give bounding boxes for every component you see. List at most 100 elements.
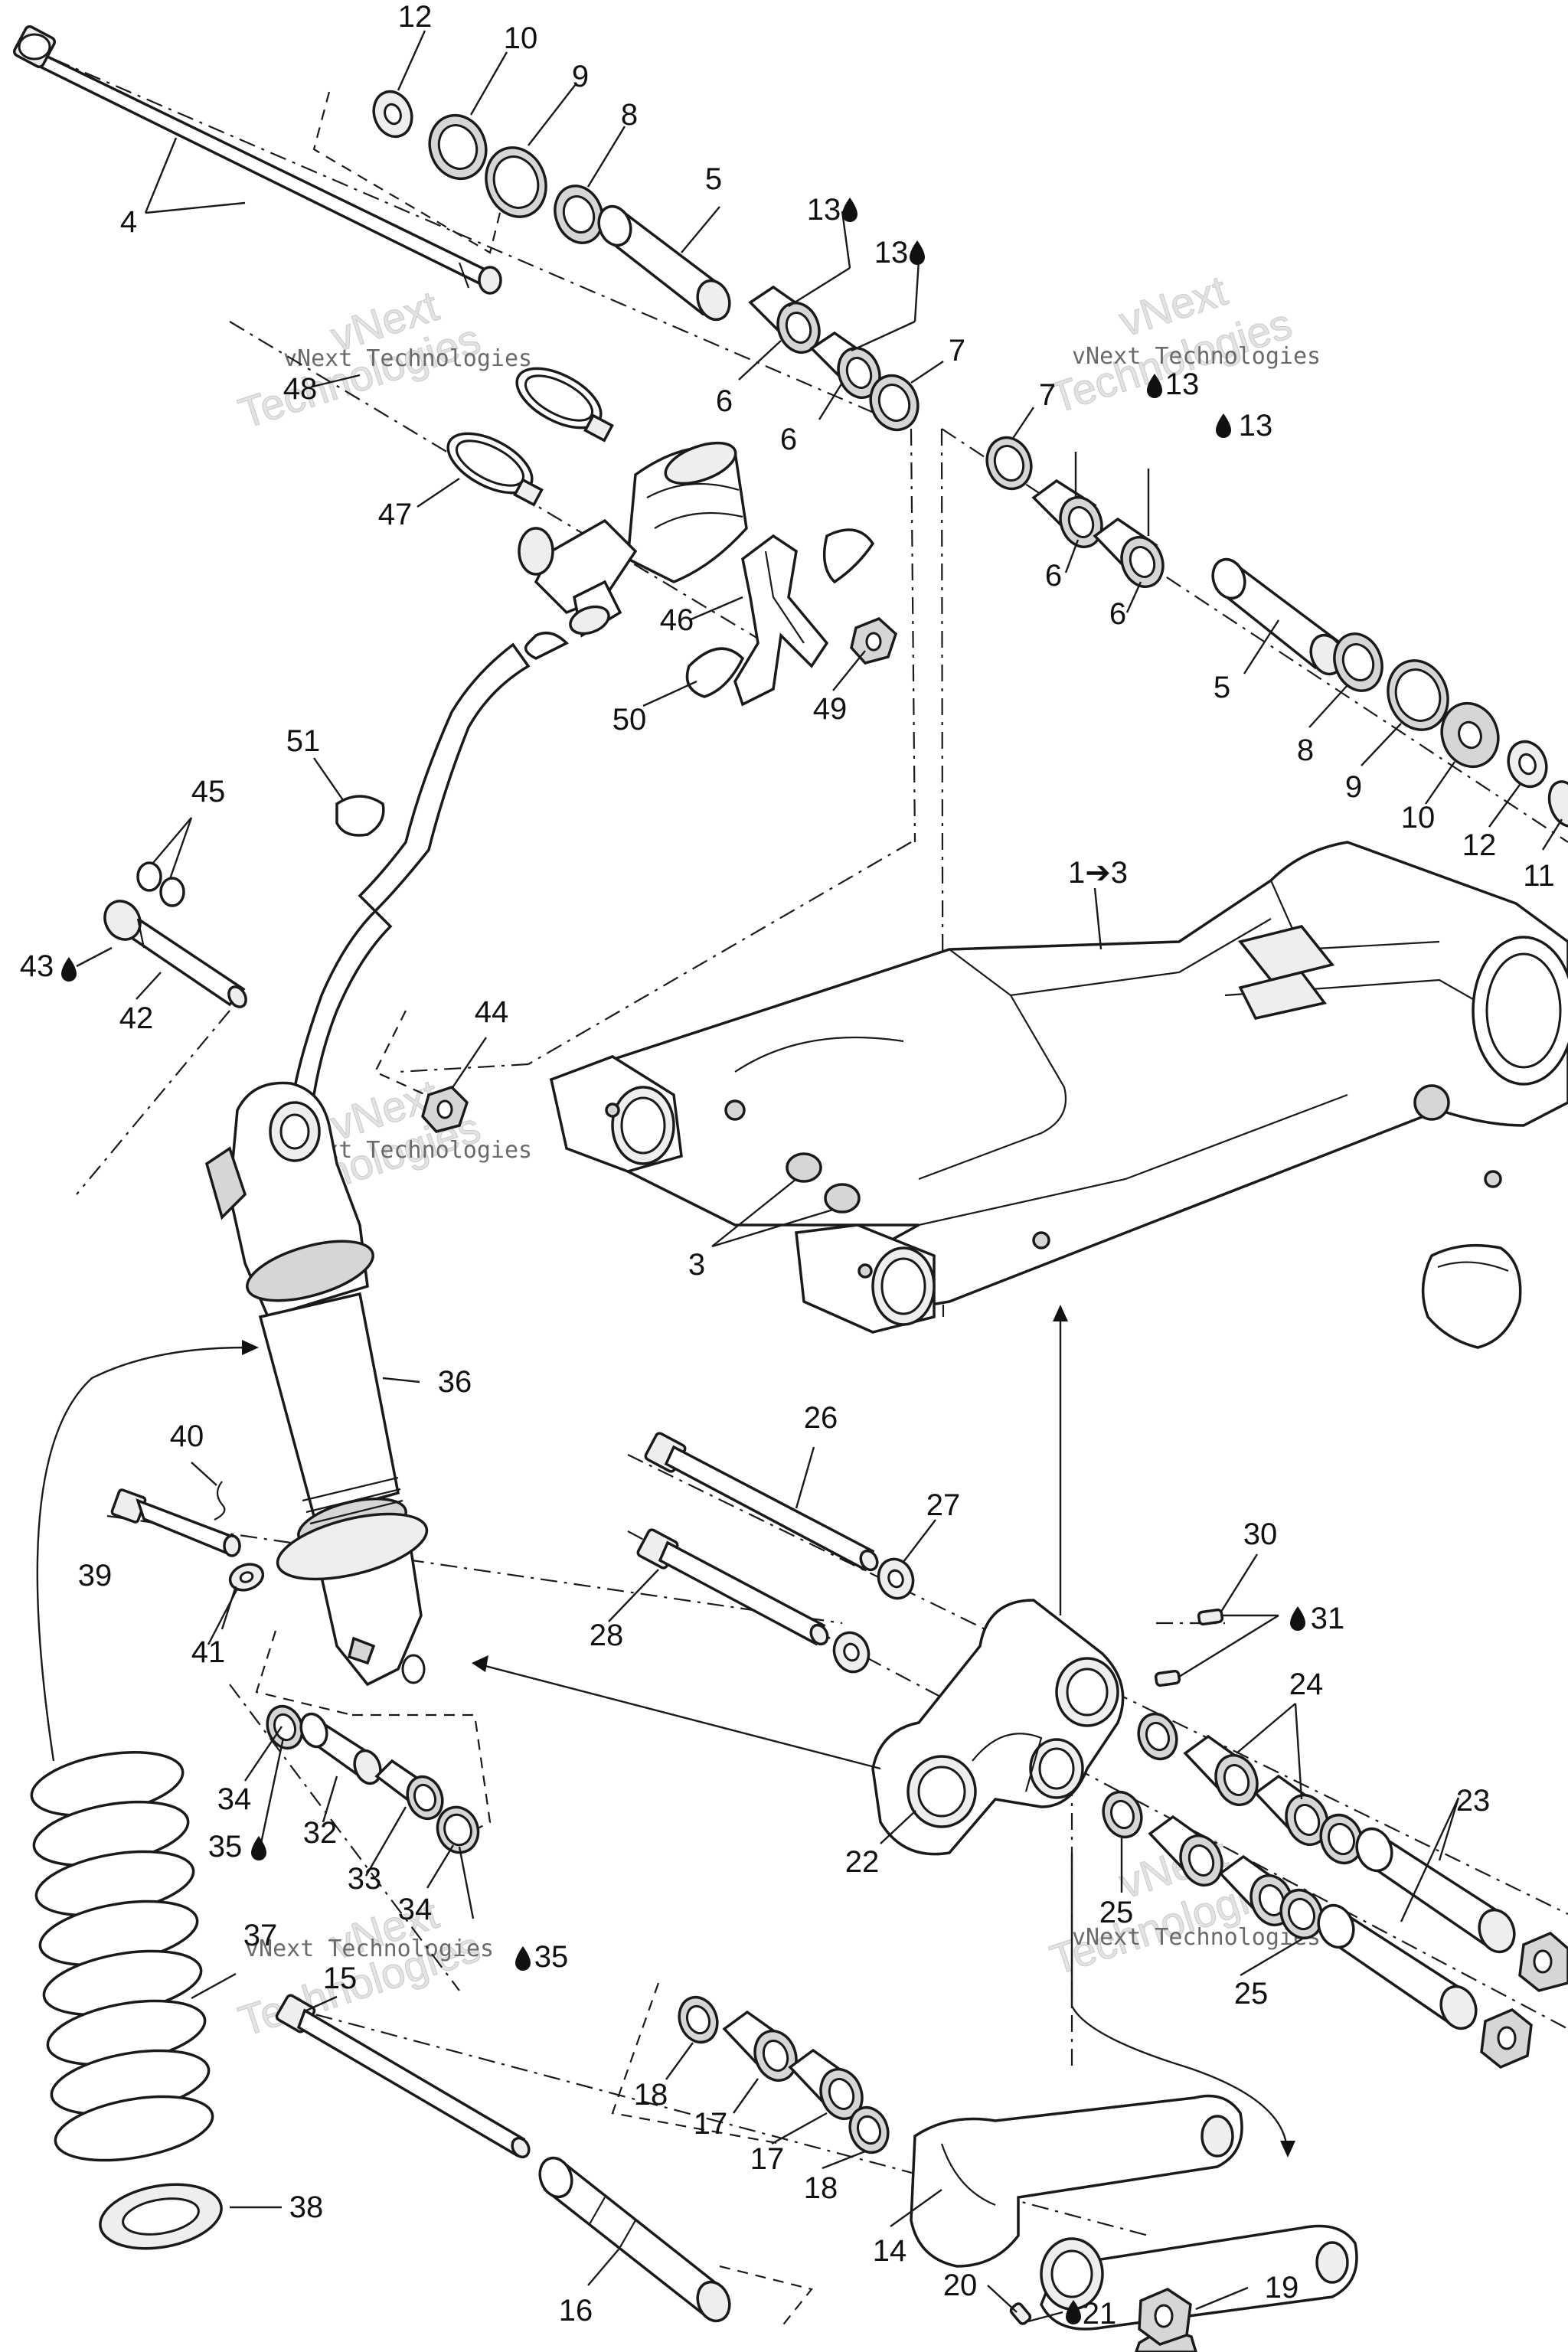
callout-34: 34 bbox=[398, 1893, 433, 1926]
needle-bearings-top bbox=[748, 285, 920, 432]
callout-12: 12 bbox=[1462, 828, 1497, 862]
lubricant-drop-icons bbox=[61, 198, 1305, 2324]
callout-12: 12 bbox=[398, 0, 433, 34]
watermark-text: vNext Technologies bbox=[283, 345, 532, 372]
plugs-3 bbox=[786, 1152, 861, 1214]
callout-41: 41 bbox=[191, 1635, 226, 1669]
callout-37: 37 bbox=[243, 1919, 278, 1952]
callout-23: 23 bbox=[1456, 1784, 1491, 1818]
watermark-text: vNext Technologies bbox=[1072, 343, 1321, 370]
watermark-text: vNext Technologies bbox=[1072, 1924, 1321, 1951]
hose-clamps bbox=[446, 367, 614, 507]
callout-36: 36 bbox=[438, 1365, 472, 1399]
callout-35: 35 bbox=[208, 1830, 243, 1864]
rocker-bearings bbox=[1102, 1712, 1568, 2069]
side-cover bbox=[1421, 1243, 1522, 1349]
callout-13: 13 bbox=[807, 193, 841, 227]
callout-16: 16 bbox=[559, 2294, 593, 2328]
rocker-link-22 bbox=[871, 1599, 1125, 1856]
bolt-28 bbox=[636, 1528, 829, 1646]
callout-33: 33 bbox=[348, 1862, 382, 1896]
callout-13: 13 bbox=[874, 236, 909, 270]
drop-icon bbox=[1290, 1606, 1305, 1631]
callout-14: 14 bbox=[873, 2234, 907, 2268]
callout-7: 7 bbox=[1039, 378, 1056, 412]
drop-icon bbox=[61, 957, 77, 982]
bolt-39 bbox=[110, 1488, 241, 1557]
callout-8: 8 bbox=[1297, 733, 1314, 767]
callout-35: 35 bbox=[534, 1940, 569, 1974]
drop-icon bbox=[1147, 374, 1162, 398]
callout-17: 17 bbox=[694, 2107, 728, 2141]
grease-fitting-20 bbox=[1009, 2302, 1032, 2325]
shock-reservoir bbox=[292, 441, 748, 1097]
drop-icon bbox=[1066, 2300, 1081, 2324]
shock-lower-bushings bbox=[266, 1704, 480, 1854]
callout-18: 18 bbox=[804, 2171, 838, 2205]
washer-41 bbox=[228, 1563, 265, 1592]
leader-lines bbox=[76, 30, 1563, 2323]
callout-15: 15 bbox=[323, 1962, 358, 1995]
callout-13: 13 bbox=[1239, 409, 1273, 443]
callout-6: 6 bbox=[1109, 597, 1126, 631]
drop-icon bbox=[251, 1836, 266, 1860]
link-arms-14 bbox=[910, 2094, 1358, 2331]
callout-40: 40 bbox=[170, 1419, 204, 1453]
axle-shaft-4 bbox=[12, 24, 502, 295]
nut-44 bbox=[421, 1085, 469, 1133]
callout-27: 27 bbox=[926, 1488, 961, 1522]
callout-42: 42 bbox=[119, 1001, 154, 1035]
coil-spring-37 bbox=[30, 1750, 223, 2250]
callout-45: 45 bbox=[191, 775, 226, 808]
callout-34: 34 bbox=[217, 1782, 252, 1816]
callout-38: 38 bbox=[289, 2190, 324, 2224]
callout-9: 9 bbox=[1345, 770, 1362, 804]
callout-25: 25 bbox=[1234, 1977, 1269, 2011]
o-rings-45 bbox=[136, 861, 185, 907]
callout-17: 17 bbox=[750, 2142, 785, 2176]
callout-4: 4 bbox=[120, 205, 137, 239]
callout-5: 5 bbox=[1214, 671, 1230, 704]
callout-25: 25 bbox=[1099, 1896, 1134, 1929]
callout-11: 11 bbox=[1523, 859, 1555, 893]
drop-icon bbox=[910, 240, 925, 265]
seal-stack-left bbox=[372, 90, 604, 244]
callout-43: 43 bbox=[20, 949, 54, 983]
swing-arm-body bbox=[549, 841, 1568, 1334]
callout-13: 13 bbox=[1165, 368, 1200, 401]
bolt-26 bbox=[644, 1432, 879, 1572]
cotter-pin-40 bbox=[214, 1481, 226, 1521]
callout-48: 48 bbox=[283, 372, 318, 406]
callout-8: 8 bbox=[621, 98, 638, 132]
callout-26: 26 bbox=[804, 1401, 838, 1435]
bushing-5-top bbox=[597, 204, 731, 322]
callout-3: 3 bbox=[688, 1248, 705, 1282]
callout-28: 28 bbox=[590, 1619, 624, 1652]
callout-7: 7 bbox=[949, 334, 965, 368]
callout-labels: 12 10 9 8 4 5 13 13 6 6 7 48 47 46 50 49… bbox=[20, 0, 1555, 2331]
callout-10: 10 bbox=[1401, 801, 1436, 835]
reservoir-bracket bbox=[685, 528, 898, 707]
callout-6: 6 bbox=[716, 384, 733, 418]
callout-20: 20 bbox=[943, 2269, 978, 2302]
callout-5: 5 bbox=[705, 162, 722, 196]
drop-icon bbox=[515, 1946, 531, 1971]
callout-46: 46 bbox=[660, 603, 694, 637]
callout-10: 10 bbox=[504, 21, 538, 55]
watermark-text: vNext Technologies bbox=[245, 1936, 494, 1962]
drop-icon bbox=[842, 198, 858, 222]
callout-30: 30 bbox=[1243, 1517, 1278, 1551]
callout-6: 6 bbox=[780, 423, 797, 456]
seal-stack-right bbox=[985, 436, 1568, 828]
shock-absorber-36 bbox=[204, 1081, 429, 1687]
callout-49: 49 bbox=[813, 692, 848, 726]
bolt-15 bbox=[275, 1994, 531, 2159]
callout-32: 32 bbox=[303, 1816, 338, 1850]
callout-21: 21 bbox=[1083, 2297, 1117, 2331]
callout-19: 19 bbox=[1265, 2271, 1299, 2305]
drop-icon bbox=[1216, 413, 1231, 438]
callout-47: 47 bbox=[378, 498, 413, 531]
grease-fittings-30 bbox=[1154, 1608, 1224, 1687]
callout-6: 6 bbox=[1045, 559, 1062, 593]
